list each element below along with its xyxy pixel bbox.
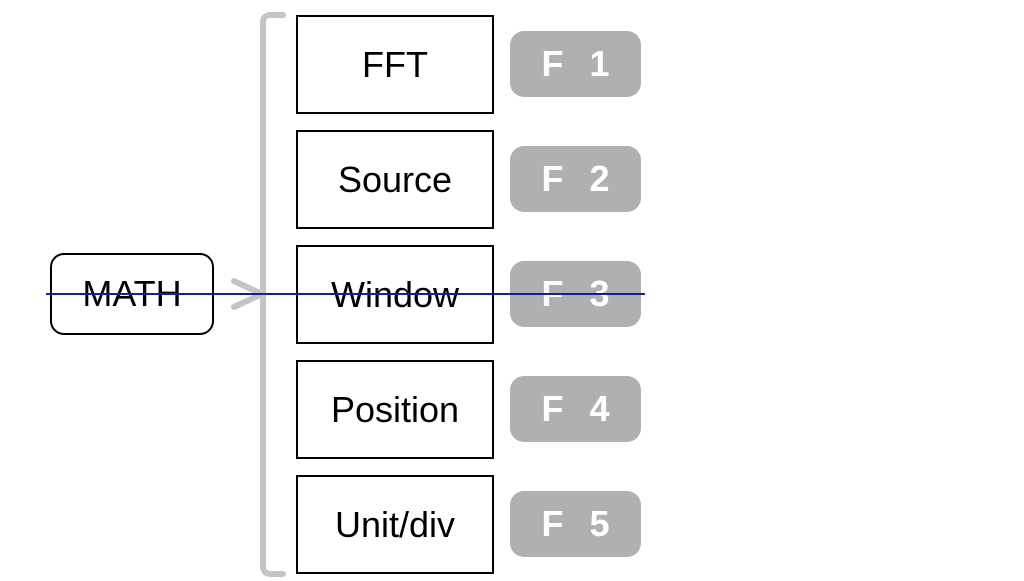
function-key-letter: F [541,158,564,199]
menu-item-window[interactable]: Window [296,245,494,344]
menu-item-label: FFT [362,43,428,85]
function-key-number: 5 [589,503,610,544]
menu-item-position[interactable]: Position [296,360,494,459]
math-key[interactable]: MATH [50,253,214,335]
menu-item-fft[interactable]: FFT [296,15,494,114]
menu-item-source[interactable]: Source [296,130,494,229]
function-key-f3[interactable]: F 3 [510,261,641,327]
function-key-number: 2 [589,158,610,199]
function-key-f5[interactable]: F 5 [510,491,641,557]
menu-item-label: Window [330,273,460,315]
menu-item-label: Source [337,158,453,200]
function-key-f4[interactable]: F 4 [510,376,641,442]
function-key-f1[interactable]: F 1 [510,31,641,97]
menu-item-label: Position [330,388,460,430]
function-key-f2[interactable]: F 2 [510,146,641,212]
menu-item-label: Unit/div [334,503,456,545]
math-key-label: MATH [82,273,182,314]
function-key-number: 1 [589,43,610,84]
function-key-letter: F [541,388,564,429]
function-key-letter: F [541,273,564,314]
function-key-letter: F [541,43,564,84]
function-key-number: 3 [589,273,610,314]
function-key-number: 4 [589,388,610,429]
menu-item-unit-div[interactable]: Unit/div [296,475,494,574]
arrow-chevron-icon [231,278,265,310]
menu-bracket [260,12,286,577]
function-key-letter: F [541,503,564,544]
